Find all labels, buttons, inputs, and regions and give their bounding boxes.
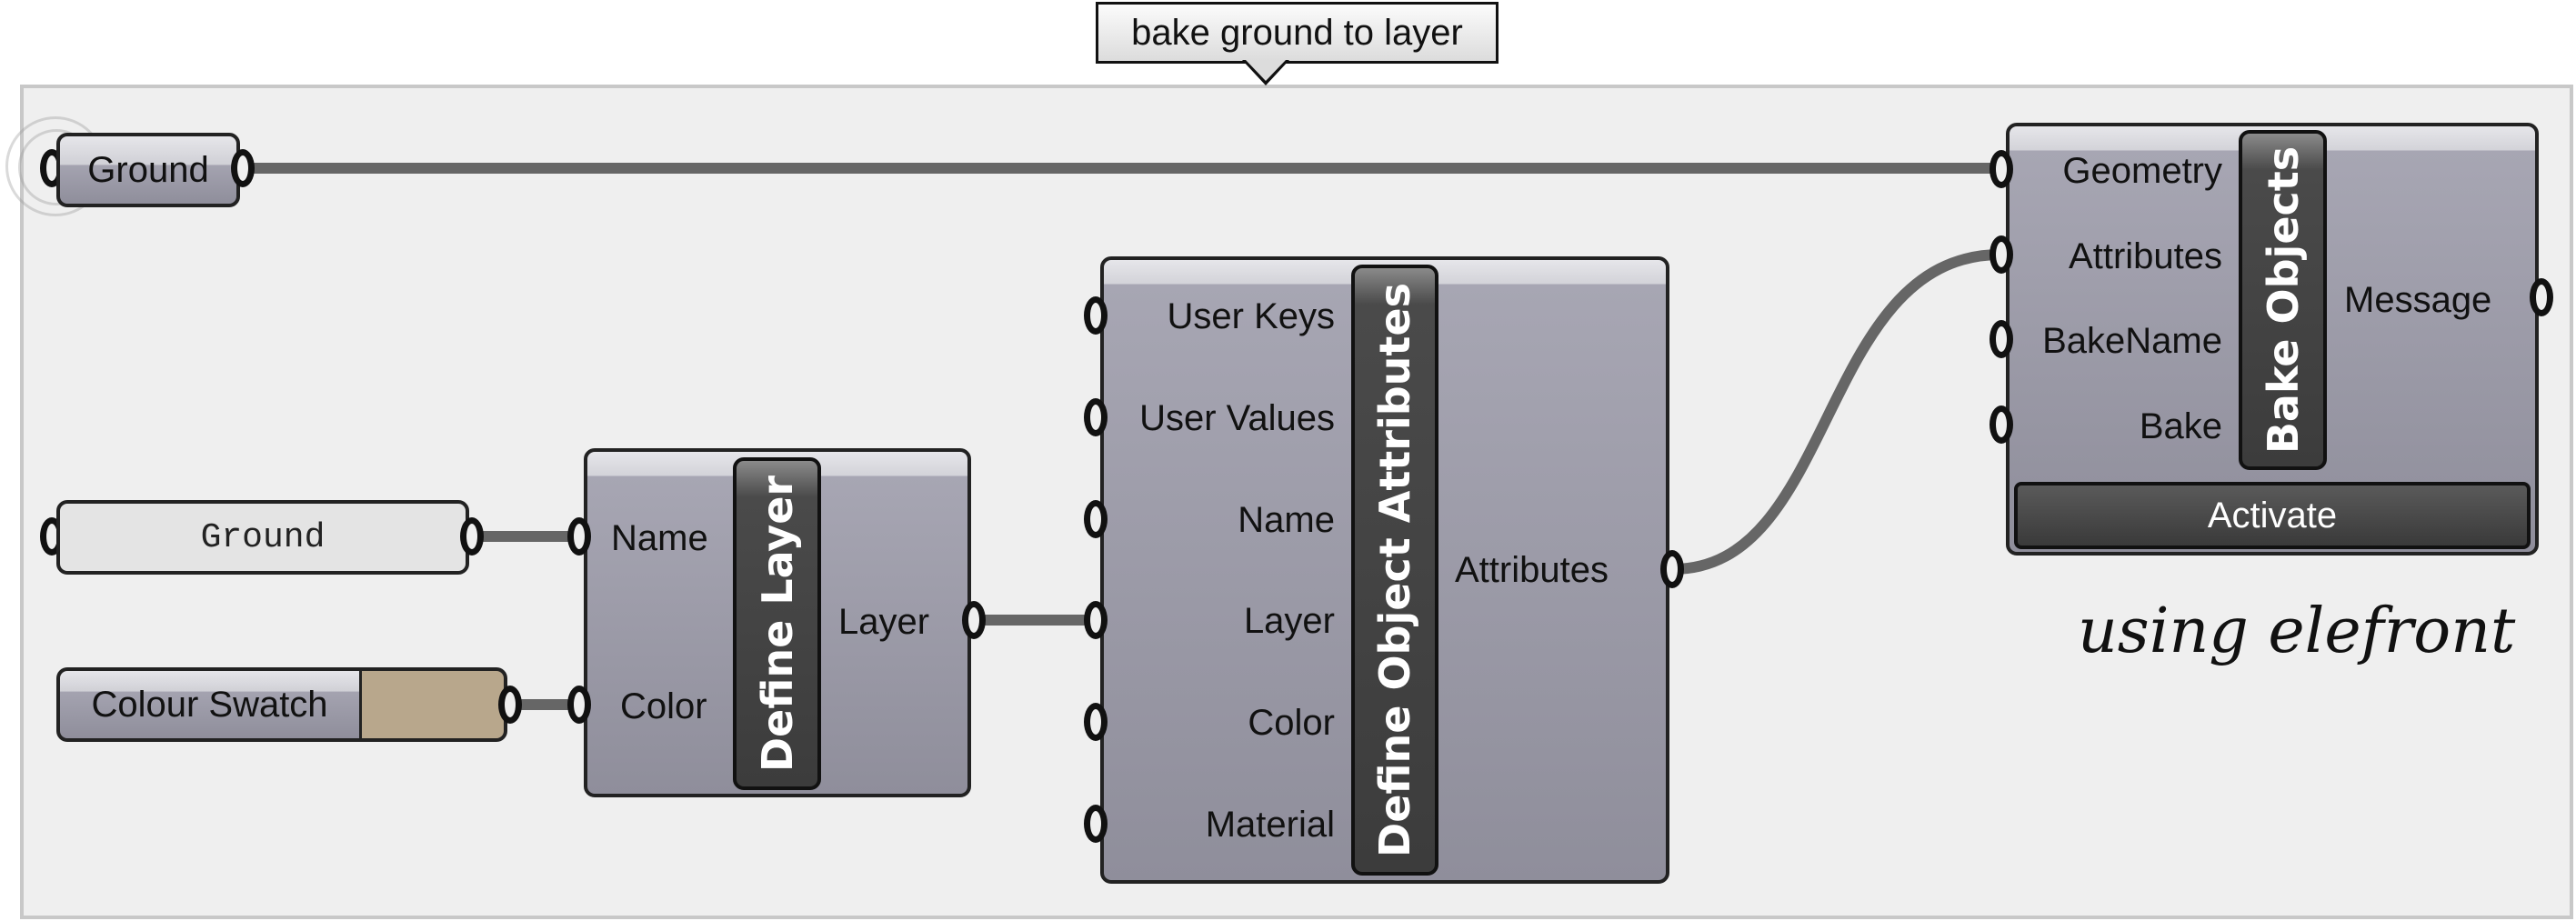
input-label-bake: Bake <box>2139 406 2222 446</box>
input-label-user-values: User Values <box>1139 398 1335 438</box>
output-grip-attributes[interactable] <box>1660 550 1684 588</box>
param-ground-geometry[interactable]: Ground <box>56 133 240 207</box>
input-label-color: Color <box>1248 703 1335 743</box>
component-nickname: Define Layer <box>752 475 802 773</box>
input-label-name: Name <box>611 518 708 558</box>
input-grip-color[interactable] <box>567 686 591 724</box>
panel-value: Ground <box>200 517 326 557</box>
input-grip-layer[interactable] <box>1084 601 1108 639</box>
input-label-bakename: BakeName <box>2042 321 2222 361</box>
input-label-user-keys: User Keys <box>1167 296 1336 336</box>
output-grip-message[interactable] <box>2530 278 2553 316</box>
output-label-message: Message <box>2344 280 2492 320</box>
wire-attributes-to-attributes[interactable] <box>1672 249 2001 575</box>
colour-swatch-color[interactable] <box>362 667 507 742</box>
input-grip-geometry[interactable] <box>1990 150 2013 188</box>
input-label-name: Name <box>1238 500 1335 540</box>
group-label-bubble: bake ground to layer <box>1096 2 1498 64</box>
panel-ground-text[interactable]: Ground <box>56 500 469 575</box>
group-label-pointer-fill <box>1246 60 1286 81</box>
bake-objects-nickname-bar[interactable]: Bake Objects <box>2239 130 2327 470</box>
input-label-geometry: Geometry <box>2062 151 2222 191</box>
param-label: Ground <box>87 149 209 190</box>
activate-button[interactable]: Activate <box>2014 482 2531 549</box>
group-label: bake ground to layer <box>1131 12 1463 53</box>
swatch-label: Colour Swatch <box>91 684 328 725</box>
input-grip-bakename[interactable] <box>1990 320 2013 358</box>
input-grip-name[interactable] <box>1084 500 1108 538</box>
scribble-note[interactable]: using elefront <box>2078 596 2516 667</box>
input-label-material: Material <box>1205 805 1335 845</box>
input-grip-bake[interactable] <box>1990 405 2013 444</box>
input-grip-material[interactable] <box>1084 805 1108 843</box>
output-grip[interactable] <box>498 686 522 724</box>
output-label-attributes: Attributes <box>1455 550 1609 590</box>
input-grip-user-values[interactable] <box>1084 398 1108 436</box>
output-grip[interactable] <box>231 149 255 187</box>
activate-button-label: Activate <box>2207 495 2338 536</box>
input-grip-attributes[interactable] <box>1990 235 2013 274</box>
input-label-layer: Layer <box>1243 601 1335 641</box>
component-nickname: Define Object Attributes <box>1370 283 1419 857</box>
define-object-attributes-nickname-bar[interactable]: Define Object Attributes <box>1351 265 1438 876</box>
define-layer-nickname-bar[interactable]: Define Layer <box>733 457 821 790</box>
input-label-color: Color <box>620 686 707 726</box>
colour-swatch-param[interactable]: Colour Swatch <box>56 667 362 742</box>
input-label-attributes: Attributes <box>2069 236 2222 276</box>
component-nickname: Bake Objects <box>2258 145 2308 455</box>
input-grip-name[interactable] <box>567 517 591 556</box>
output-grip[interactable] <box>460 517 484 556</box>
output-grip-layer[interactable] <box>962 601 986 639</box>
input-grip-color[interactable] <box>1084 703 1108 741</box>
output-label-layer: Layer <box>838 602 930 642</box>
input-grip-user-keys[interactable] <box>1084 296 1108 335</box>
